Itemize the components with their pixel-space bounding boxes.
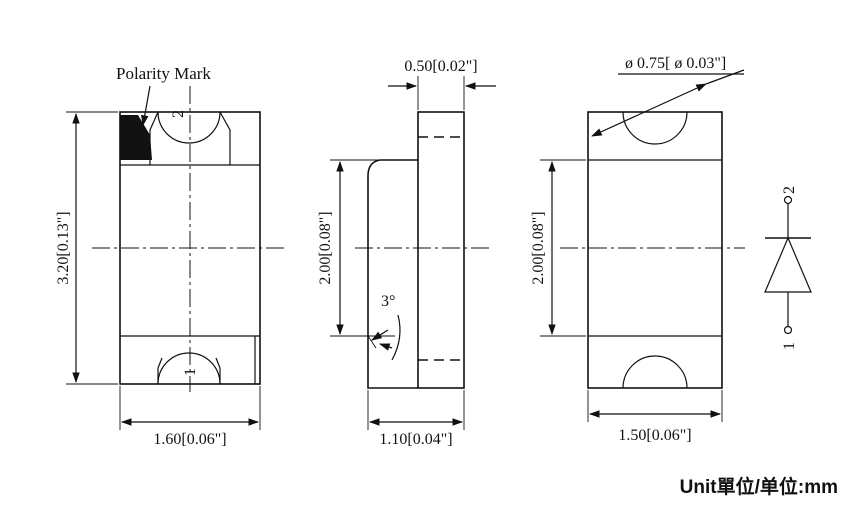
bottom-view [540,69,745,422]
bottom-diameter-dim-line [591,83,707,137]
bottom-view-height-dim: 2.00[0.08"] [530,211,547,284]
top-view [66,85,285,430]
diode-terminal-top [783,195,793,205]
polarity-mark [120,115,152,160]
side-angle-arrow-bottom [378,343,393,351]
top-view-height-dim: 3.20[0.13"] [55,211,72,284]
side-angle-arc [391,314,401,361]
bottom-view-notch-top [622,111,688,145]
polarity-leader [140,85,151,127]
top-view-pin-1-label: 1 [182,368,199,376]
top-view-notch-bottom-right [215,357,221,384]
side-view-angle-dim: 3° [381,293,395,310]
top-view-notch-bottom-left [157,357,163,384]
diode-triangle [764,236,812,293]
bottom-view-notch-bottom [622,355,688,389]
side-view [330,76,496,430]
bottom-diameter-leader [705,69,745,85]
top-view-width-dim: 1.60[0.06"] [153,431,226,448]
bottom-view-diameter-dim: ø 0.75[ ø 0.03"] [625,55,726,72]
top-view-pin-2-label: 2 [170,110,187,118]
side-view-height-dim: 2.00[0.08"] [317,211,334,284]
side-view-lens [367,159,418,389]
top-view-notch-top [157,111,221,144]
polarity-mark-label: Polarity Mark [116,64,211,83]
diode-terminal-bottom [783,325,793,335]
bottom-view-width-dim: 1.50[0.06"] [618,427,691,444]
side-view-width-dim: 1.10[0.04"] [379,431,452,448]
bottom-view-outline [587,111,723,389]
diode-symbol [764,195,812,335]
side-angle-arrow-top [371,329,389,341]
side-view-thickness-dim: 0.50[0.02"] [404,58,477,75]
unit-note: Unit單位/单位:mm [680,475,838,498]
top-view-notch-bottom [157,352,221,385]
side-view-body [417,111,465,389]
diode-pin-1-label: 1 [781,342,798,350]
side-angle-ref [367,335,377,349]
top-view-notch-top-right [219,111,231,165]
diode-pin-2-label: 2 [781,186,798,194]
